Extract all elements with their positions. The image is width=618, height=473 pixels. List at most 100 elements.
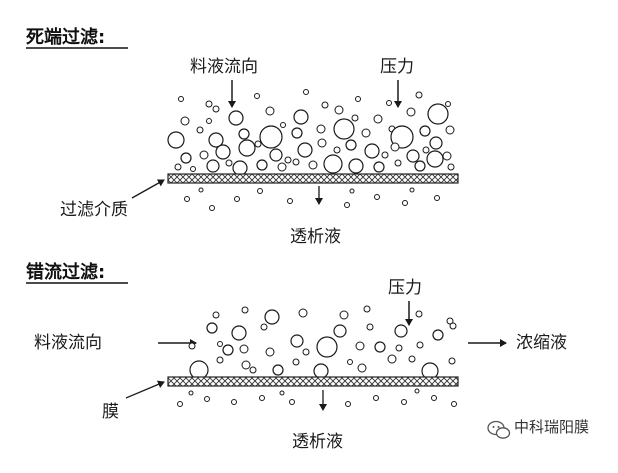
particle — [206, 322, 218, 334]
particle — [426, 150, 444, 168]
particle — [249, 366, 257, 374]
permeate-particle — [259, 395, 265, 401]
dead-end-title: 死端过滤: — [26, 26, 105, 48]
particle — [206, 118, 212, 124]
particle — [416, 341, 424, 349]
cross-flow-particles — [188, 305, 457, 380]
particle — [432, 329, 444, 341]
permeate-particle — [344, 202, 350, 208]
particle — [212, 105, 220, 113]
particle — [406, 107, 416, 117]
cross-flow-pressure-label: 压力 — [388, 278, 422, 298]
dead-end-particles — [167, 89, 455, 176]
particle — [293, 109, 309, 125]
particle — [429, 136, 443, 150]
particle — [447, 163, 455, 171]
retentate-label: 浓缩液 — [516, 333, 567, 353]
particle — [215, 144, 231, 160]
particle — [334, 105, 344, 115]
particle — [231, 325, 247, 341]
filter-medium-pointer-arrow — [131, 179, 165, 199]
particle — [178, 96, 184, 102]
particle — [308, 160, 318, 170]
particle — [361, 128, 371, 138]
permeate-particle — [279, 390, 285, 396]
permeate-particle — [451, 401, 457, 407]
permeate-particle — [177, 401, 183, 407]
particle — [381, 151, 389, 159]
permeate-particle — [401, 399, 407, 405]
permeate-particle — [345, 401, 351, 407]
particle — [333, 146, 341, 154]
particle — [239, 344, 249, 354]
particle — [445, 125, 455, 135]
particle — [292, 158, 300, 166]
particle — [291, 127, 303, 139]
particle — [316, 124, 326, 134]
particle — [446, 317, 454, 325]
particle — [188, 342, 196, 350]
particle — [394, 159, 402, 167]
permeate-particle — [257, 188, 263, 194]
particle — [174, 163, 182, 171]
permeate-particle — [414, 388, 420, 394]
particle — [373, 161, 385, 173]
particle — [445, 101, 451, 107]
permeate-particle — [374, 194, 380, 200]
particle — [292, 358, 300, 366]
particle — [364, 143, 380, 159]
particle — [265, 347, 275, 357]
cross-flow-feed-flow-label: 料液流向 — [34, 333, 102, 353]
particle — [348, 158, 364, 174]
particle — [415, 91, 423, 99]
particle — [351, 114, 359, 122]
watermark-text: 中科瑞阳膜 — [514, 418, 589, 436]
particle — [357, 363, 367, 373]
permeate-particle — [231, 399, 237, 405]
particle — [167, 131, 185, 149]
particle — [366, 323, 374, 331]
particle — [394, 324, 408, 338]
particle — [386, 100, 392, 106]
particle — [347, 359, 353, 365]
particle — [442, 151, 452, 161]
dead-end-feed-flow-label: 料液流向 — [190, 57, 258, 77]
permeate-particle — [234, 196, 240, 202]
particle — [265, 106, 275, 116]
particle — [297, 142, 313, 158]
particle — [422, 146, 430, 154]
filter-medium-label: 过滤介质 — [60, 200, 128, 220]
particle — [238, 139, 256, 157]
particle — [390, 142, 400, 152]
particle — [264, 309, 280, 325]
particle — [260, 323, 268, 331]
particle — [254, 93, 260, 99]
particle — [232, 160, 248, 176]
permeate-particle — [204, 396, 210, 402]
permeate-particle — [409, 187, 415, 193]
particle — [303, 89, 309, 95]
permeate-particle — [198, 187, 204, 193]
particle — [345, 139, 357, 151]
particle — [414, 160, 426, 172]
particle — [302, 348, 310, 356]
particle — [323, 154, 343, 174]
particle — [333, 324, 347, 338]
particle — [225, 159, 233, 167]
particle — [316, 336, 338, 358]
dead-end-filter-medium — [167, 173, 459, 184]
particle — [395, 344, 403, 352]
particle — [321, 101, 329, 109]
particle — [217, 341, 223, 347]
particle — [269, 148, 283, 162]
particle — [205, 100, 213, 108]
dead-end-pressure-label: 压力 — [380, 57, 414, 77]
dead-end-permeate-particles — [184, 187, 440, 211]
permeate-particle — [287, 198, 293, 204]
cross-flow-title: 错流过滤: — [26, 261, 105, 283]
permeate-particle — [431, 395, 437, 401]
permeate-particle — [209, 205, 215, 211]
particle — [190, 166, 196, 172]
